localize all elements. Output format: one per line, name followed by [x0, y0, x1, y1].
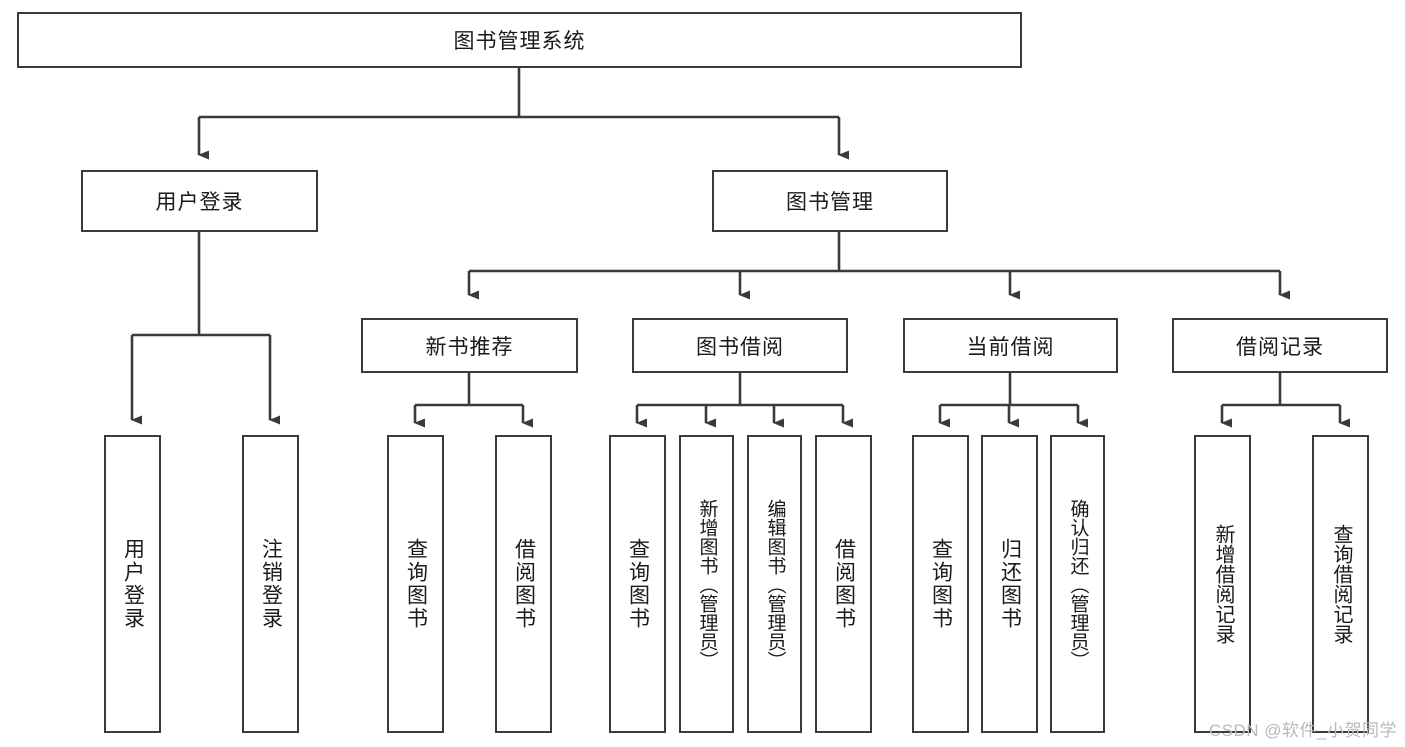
node-leaf-query-record[interactable]: 查询借阅记录	[1312, 435, 1369, 733]
node-leaf-user-login-label: 用户登录	[121, 538, 145, 630]
node-book-manage-label: 图书管理	[786, 191, 874, 214]
node-current-borrow[interactable]: 当前借阅	[903, 318, 1118, 373]
node-new-book-rec-label: 新书推荐	[425, 335, 514, 359]
node-leaf-query-book-3[interactable]: 查询图书	[912, 435, 969, 733]
node-leaf-query-book-2-label: 查询图书	[626, 538, 650, 630]
node-book-borrow-label: 图书借阅	[696, 335, 784, 359]
node-user-login-label: 用户登录	[155, 191, 244, 214]
node-leaf-edit-book-label: 编辑图书（管理员）	[764, 498, 786, 670]
node-leaf-add-book-label: 新增图书（管理员）	[696, 498, 718, 670]
node-leaf-return-book[interactable]: 归还图书	[981, 435, 1038, 733]
node-leaf-add-book[interactable]: 新增图书（管理员）	[679, 435, 734, 733]
node-leaf-query-record-label: 查询借阅记录	[1330, 524, 1352, 644]
node-leaf-query-book-1-label: 查询图书	[404, 538, 428, 630]
node-leaf-query-book-3-label: 查询图书	[929, 538, 953, 630]
node-leaf-user-login[interactable]: 用户登录	[104, 435, 161, 733]
node-leaf-borrow-book-2[interactable]: 借阅图书	[815, 435, 872, 733]
node-book-borrow[interactable]: 图书借阅	[632, 318, 848, 373]
node-book-manage[interactable]: 图书管理	[712, 170, 948, 232]
node-root-label: 图书管理系统	[453, 30, 586, 53]
node-leaf-borrow-book-1-label: 借阅图书	[512, 538, 536, 630]
node-leaf-add-record-label: 新增借阅记录	[1212, 524, 1234, 644]
node-leaf-return-book-label: 归还图书	[998, 538, 1022, 630]
node-leaf-confirm-return[interactable]: 确认归还（管理员）	[1050, 435, 1105, 733]
node-leaf-query-book-1[interactable]: 查询图书	[387, 435, 444, 733]
node-leaf-add-record[interactable]: 新增借阅记录	[1194, 435, 1251, 733]
node-root[interactable]: 图书管理系统	[17, 12, 1022, 68]
node-borrow-record[interactable]: 借阅记录	[1172, 318, 1388, 373]
node-leaf-confirm-return-label: 确认归还（管理员）	[1067, 498, 1089, 670]
csdn-watermark: CSDN @软件_小贺同学	[1208, 721, 1397, 740]
node-leaf-query-book-2[interactable]: 查询图书	[609, 435, 666, 733]
node-leaf-edit-book[interactable]: 编辑图书（管理员）	[747, 435, 802, 733]
node-leaf-borrow-book-2-label: 借阅图书	[832, 538, 856, 630]
node-current-borrow-label: 当前借阅	[966, 335, 1055, 359]
node-leaf-logout-label: 注销登录	[259, 538, 283, 630]
node-borrow-record-label: 借阅记录	[1236, 335, 1324, 359]
node-user-login[interactable]: 用户登录	[81, 170, 318, 232]
node-new-book-rec[interactable]: 新书推荐	[361, 318, 578, 373]
node-leaf-borrow-book-1[interactable]: 借阅图书	[495, 435, 552, 733]
node-leaf-logout[interactable]: 注销登录	[242, 435, 299, 733]
